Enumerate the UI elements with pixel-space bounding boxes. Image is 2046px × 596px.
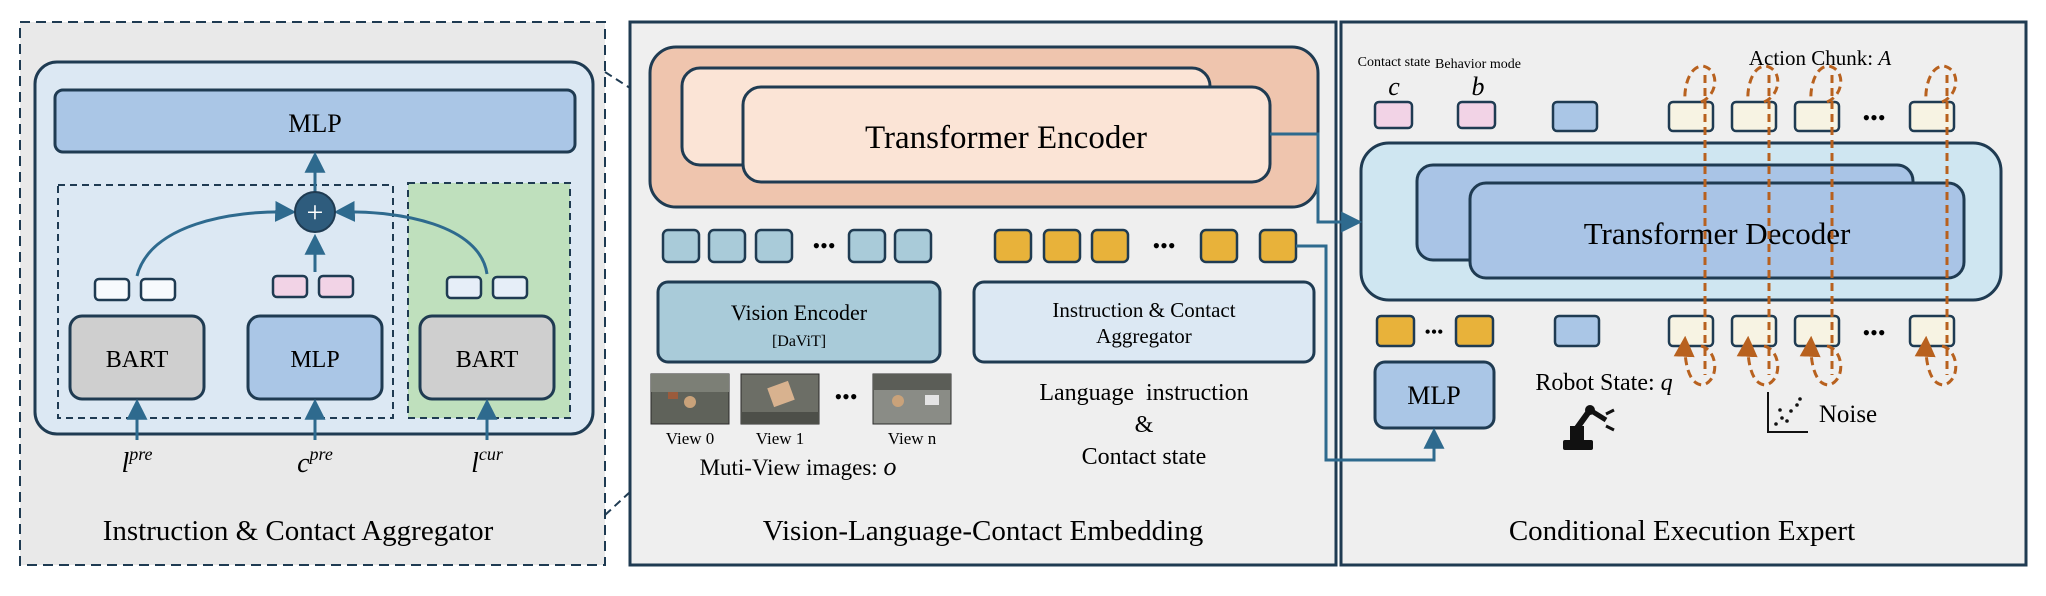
robot-state-token-top (1551, 100, 1599, 133)
behavior-mode-symbol: b (1472, 72, 1485, 101)
decoder-front-layer (1468, 181, 1966, 280)
language-caption-line3: Contact state (1082, 444, 1207, 470)
arrow-lang-tokens-to-mlp (1296, 244, 1445, 462)
denoising-loop (1809, 64, 1843, 104)
zoom-connector-bottom (604, 491, 631, 516)
robot-state-token-bottom (1553, 314, 1601, 348)
contact-state-symbol: c (1388, 72, 1400, 101)
input-c-pre: cpre (297, 444, 333, 479)
view-image-n (872, 373, 952, 425)
denoising-loop (1914, 335, 1958, 387)
lang-token-bottom-dots: ••• (1425, 322, 1444, 342)
token-left-2 (139, 277, 177, 302)
language-caption-line1: Language instruction (1039, 380, 1248, 406)
aggregator-label-line1: Instruction & Contact (1052, 298, 1235, 322)
bart-left-label: BART (106, 347, 169, 373)
vision-token-row: ••• (661, 228, 933, 264)
plus-sign: + (307, 196, 324, 229)
vision-token (847, 228, 887, 264)
action-token-top (1730, 100, 1778, 133)
middle-panel-title: Vision-Language-Contact Embedding (763, 515, 1203, 547)
vision-encoder-label: Vision Encoder (731, 300, 868, 325)
robot-arm-icon (1563, 405, 1615, 450)
view-label-n: View n (888, 429, 937, 448)
language-token-dots: ••• (1152, 233, 1175, 258)
robot-state-label: Robot State: q (1535, 370, 1672, 396)
action-token-top (1667, 100, 1715, 133)
lang-token-bottom (1375, 314, 1416, 348)
view-image-dots: ••• (834, 384, 857, 409)
aggregator-box (972, 280, 1316, 364)
vision-token (661, 228, 701, 264)
arrow-bart-right-to-plus (333, 200, 489, 275)
vision-encoder-sub: [DaViT] (772, 333, 826, 350)
noise-token-bottom-dots: ••• (1862, 320, 1885, 345)
transformer-encoder-label: Transformer Encoder (865, 120, 1147, 156)
view-label-0: View 0 (666, 429, 715, 448)
vision-token (893, 228, 933, 264)
arrow-bart-left-to-plus (135, 200, 297, 277)
aggregator-label-line2: Aggregator (1096, 324, 1192, 348)
mlp-top-label: MLP (288, 109, 341, 138)
lang-token-bottom (1454, 314, 1495, 348)
language-caption-line2: & (1135, 412, 1154, 438)
denoising-loop (1736, 335, 1780, 387)
instruction-contact-aggregator-panel: MLP BART MLP BART + lpre cpre lcur Instr… (19, 21, 606, 566)
input-l-pre: lpre (121, 444, 152, 479)
vision-language-contact-embedding-panel: Transformer Encoder ••• ••• Vision Encod… (628, 20, 1338, 567)
denoising-loop (1924, 64, 1958, 104)
action-token-top (1908, 100, 1956, 133)
bart-right-label: BART (456, 347, 519, 373)
transformer-decoder-label: Transformer Decoder (1584, 216, 1851, 251)
input-l-cur: lcur (471, 444, 504, 479)
zoom-connector-top (604, 71, 631, 89)
denoising-loop (1746, 64, 1780, 104)
multiview-caption: Muti-View images: o (700, 452, 897, 481)
language-token (1258, 228, 1298, 264)
language-token (1090, 228, 1130, 264)
token-mid-1 (271, 274, 309, 299)
view-label-1: View 1 (756, 429, 805, 448)
right-mlp-label: MLP (1407, 381, 1460, 410)
language-token (1042, 228, 1082, 264)
noise-label: Noise (1819, 401, 1877, 428)
action-token-top-dots: ••• (1862, 105, 1885, 130)
denoising-loop (1799, 335, 1843, 387)
token-left-1 (93, 277, 131, 302)
vision-token-dots: ••• (812, 233, 835, 258)
left-panel-title: Instruction & Contact Aggregator (103, 515, 494, 547)
dashed-region-pre (57, 184, 394, 419)
scatter-plot-icon (1767, 392, 1808, 433)
vision-encoder-box (656, 280, 942, 364)
contact-state-token (1373, 100, 1414, 130)
language-token (993, 228, 1033, 264)
right-panel-title: Conditional Execution Expert (1509, 515, 1855, 547)
action-token-top (1793, 100, 1841, 133)
conditional-execution-expert-panel: Contact state c Behavior mode b Action C… (1339, 20, 2028, 567)
action-chunk-label: Action Chunk: A (1749, 46, 1892, 70)
token-right-2 (491, 275, 529, 300)
denoising-loops (1673, 64, 1958, 387)
mlp-mid-label: MLP (290, 347, 339, 373)
behavior-mode-token (1456, 100, 1497, 130)
plus-circle (294, 191, 336, 233)
language-token-row: ••• (993, 228, 1298, 264)
arrow-encoder-to-decoder (1270, 132, 1363, 233)
behavior-mode-label: Behavior mode (1435, 57, 1521, 72)
denoising-loop (1683, 64, 1717, 104)
denoising-loop (1673, 335, 1717, 387)
view-image-0 (650, 373, 730, 425)
language-token (1199, 228, 1239, 264)
view-image-1 (740, 373, 820, 425)
token-mid-2 (317, 274, 355, 299)
token-right-1 (445, 275, 483, 300)
contact-state-label: Contact state (1358, 55, 1431, 70)
vision-token (707, 228, 747, 264)
vision-token (754, 228, 794, 264)
